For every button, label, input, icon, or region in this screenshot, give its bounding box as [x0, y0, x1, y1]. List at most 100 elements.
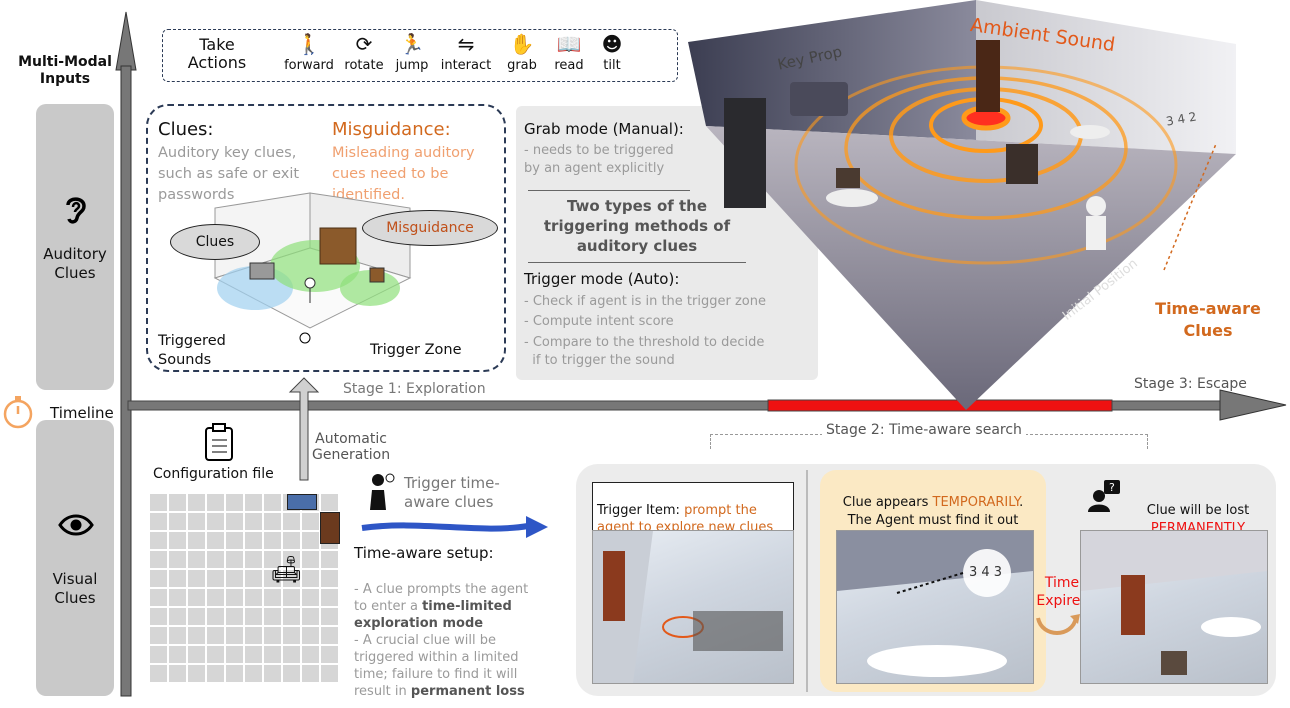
up-arrow	[284, 376, 324, 484]
grid-cell	[188, 513, 205, 530]
grid-cell	[226, 627, 243, 644]
grid-cell	[188, 665, 205, 682]
grid-cell	[188, 627, 205, 644]
layout-grid	[150, 494, 340, 682]
action-jump[interactable]: 🏃jump	[390, 32, 434, 80]
grid-cell	[188, 608, 205, 625]
setup-line1: - A clue prompts the agent to enter a	[354, 582, 529, 614]
action-rotate[interactable]: ⟳rotate	[338, 32, 390, 80]
visual-panel	[36, 420, 114, 696]
grid-cell	[264, 513, 281, 530]
trigger-mode-item-2: - Compute intent score	[524, 314, 674, 329]
grid-cell	[302, 570, 319, 587]
trigger-mode-item-1: - Check if agent is in the trigger zone	[524, 294, 766, 309]
jump-icon: 🏃	[399, 32, 425, 56]
grid-cell	[321, 494, 338, 511]
grid-cell	[150, 494, 167, 511]
grid-cell	[264, 494, 281, 511]
vertical-axis	[0, 0, 140, 704]
stopwatch-icon	[0, 392, 40, 432]
grid-cell	[226, 570, 243, 587]
action-tilt[interactable]: ☻tilt	[592, 32, 632, 80]
stage2-label: Stage 2: Time-aware search	[822, 422, 1026, 438]
visual-clues-label: Visual Clues	[52, 570, 98, 607]
grid-cell	[169, 513, 186, 530]
grid-cell	[226, 494, 243, 511]
grab-icon: ✋	[509, 32, 535, 56]
grid-cell	[302, 532, 319, 549]
cycle-arrow	[1032, 608, 1082, 644]
grid-cell	[321, 665, 338, 682]
grid-cell	[169, 627, 186, 644]
grid-cell	[245, 665, 262, 682]
grid-cell	[245, 494, 262, 511]
clues-bubble: Clues	[170, 224, 260, 260]
grid-cell	[226, 608, 243, 625]
grid-cell	[302, 608, 319, 625]
grid-cell	[302, 589, 319, 606]
grid-cell	[245, 608, 262, 625]
time-aware-clues-label: Time-aware Clues	[1155, 299, 1261, 340]
panel1-caption: Trigger Item: prompt the agent to explor…	[592, 482, 794, 539]
grid-cell	[207, 513, 224, 530]
misguidance-bubble: Misguidance	[362, 210, 498, 246]
grid-cell	[283, 551, 300, 568]
clipboard-icon	[200, 422, 240, 462]
auditory-panel	[36, 104, 114, 390]
grid-cell	[245, 627, 262, 644]
rotate-icon: ⟳	[355, 32, 373, 56]
grid-cell	[150, 551, 167, 568]
grid-cell	[226, 665, 243, 682]
timeline-label: Timeline	[50, 404, 114, 422]
divider-top	[528, 190, 690, 191]
grid-cell	[264, 646, 281, 663]
panel3-caption-a: Clue will be lost	[1146, 503, 1250, 518]
grid-cell	[226, 646, 243, 663]
grid-cell	[245, 570, 262, 587]
grid-cell	[207, 589, 224, 606]
action-interact[interactable]: ⇋interact	[434, 32, 498, 80]
forward-icon: 🚶	[296, 32, 322, 56]
clues-title: Clues:	[158, 119, 214, 140]
auditory-clues-box	[146, 104, 506, 372]
grid-cell	[302, 646, 319, 663]
grid-cell	[321, 627, 338, 644]
action-grab[interactable]: ✋grab	[498, 32, 546, 80]
grid-cell	[226, 589, 243, 606]
grid-cell	[188, 589, 205, 606]
actions-header: Take Actions	[187, 35, 247, 72]
config-file-label: Configuration file	[153, 466, 274, 482]
actions-list: 🚶forward ⟳rotate 🏃jump ⇋interact ✋grab 📖…	[280, 32, 674, 80]
read-icon: 📖	[556, 32, 582, 56]
grid-cell	[321, 570, 338, 587]
grid-cell	[150, 532, 167, 549]
divider-vertical	[806, 470, 808, 692]
time-expires-label: Time Expires	[1036, 575, 1088, 609]
grid-cell	[245, 589, 262, 606]
grab-mode-description: - needs to be triggered by an agent expl…	[524, 143, 674, 176]
misguidance-description: Misleading auditory cues need to be iden…	[332, 145, 475, 203]
grid-cell	[264, 570, 281, 587]
grid-cell	[207, 646, 224, 663]
tilt-icon: ☻	[601, 32, 623, 56]
clues-description: Auditory key clues, such as safe or exit…	[158, 145, 300, 203]
grid-cell	[188, 494, 205, 511]
grid-cell	[207, 532, 224, 549]
action-forward[interactable]: 🚶forward	[280, 32, 338, 80]
action-read[interactable]: 📖read	[546, 32, 592, 80]
grid-cell	[169, 551, 186, 568]
grid-cell	[283, 570, 300, 587]
grid-cell	[302, 665, 319, 682]
grid-cell	[150, 665, 167, 682]
grid-cell	[283, 646, 300, 663]
svg-text:?: ?	[1109, 481, 1115, 494]
grid-cell	[264, 608, 281, 625]
grid-cell	[321, 589, 338, 606]
panel2-code: 3 4 3	[969, 565, 1003, 580]
panel2-caption-b: TEMPORARILY	[932, 495, 1020, 510]
grid-cell	[283, 513, 300, 530]
misguidance-title: Misguidance:	[332, 119, 451, 140]
trigger-mode-item-3: - Compare to the threshold to decide if …	[524, 335, 765, 368]
blue-arrow	[360, 514, 550, 542]
grid-cell	[169, 646, 186, 663]
